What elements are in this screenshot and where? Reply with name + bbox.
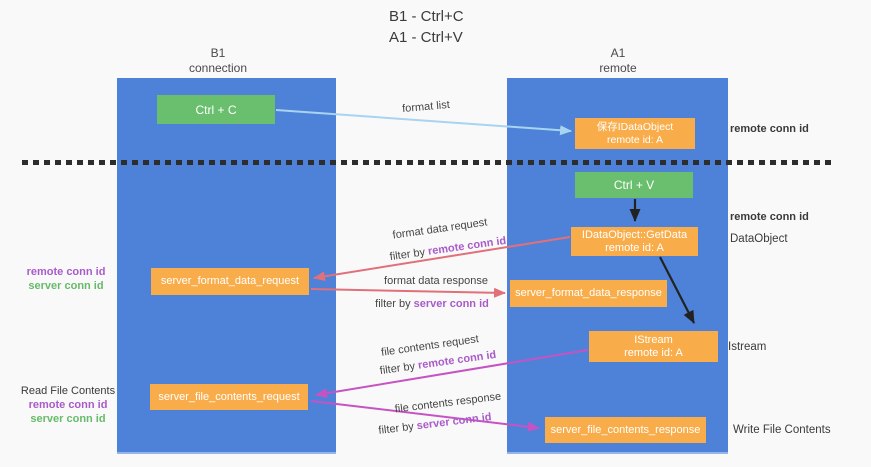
left-mid-remote-conn-id-label: remote conn id [26, 266, 106, 278]
filter-by-text: filter by [377, 420, 418, 437]
server-file-contents-response-box: server_file_contents_response [545, 417, 706, 443]
read-file-contents-group: Read File Contents remote conn id server… [18, 384, 118, 426]
server-format-data-response-box: server_format_data_response [510, 280, 667, 307]
filter-by-text: filter by [375, 298, 414, 310]
save-dataobject-line2: remote id: A [606, 133, 664, 146]
left-bottom-remote-conn-id-label: remote conn id [28, 399, 108, 411]
right-mid-remote-conn-id-label: remote conn id [730, 211, 809, 223]
left-column-name: B1 [210, 46, 226, 60]
right-column-subtitle: remote [599, 61, 637, 75]
right-top-remote-conn-id-label: remote conn id [730, 123, 809, 135]
format-data-response-label: format data response [384, 275, 488, 287]
save-dataobject-line1: 保存IDataObject [596, 120, 674, 133]
arrow-format-data-response [310, 287, 506, 298]
ctrl-v-box: Ctrl + V [575, 172, 693, 198]
filter-by-text: filter by [389, 245, 429, 264]
title-line-1: B1 - Ctrl+C [389, 8, 464, 25]
read-file-contents-label: Read File Contents [20, 385, 116, 397]
ctrl-c-box: Ctrl + C [157, 95, 275, 124]
server-file-contents-response-label: server_file_contents_response [550, 423, 701, 436]
dataobject-label: DataObject [730, 233, 788, 245]
getdata-line2: remote id: A [605, 241, 664, 254]
server-file-contents-request-box: server_file_contents_request [150, 384, 308, 410]
istream-line1: IStream [634, 333, 673, 346]
title-line-2: A1 - Ctrl+V [389, 29, 463, 46]
filter-by-text: filter by [379, 359, 419, 378]
left-column-subtitle: connection [188, 61, 248, 75]
diagram-title: B1 - Ctrl+C A1 - Ctrl+V [389, 6, 464, 48]
right-column-header: A1 remote [558, 46, 678, 76]
remote-conn-id-text: remote conn id [417, 348, 497, 372]
remote-conn-id-text: remote conn id [427, 234, 507, 258]
istream-side-label: Istream [728, 341, 767, 353]
left-mid-server-conn-id-label: server conn id [28, 280, 104, 292]
left-column-header: B1 connection [158, 46, 278, 76]
ctrl-v-label: Ctrl + V [613, 178, 655, 192]
right-column-name: A1 [610, 46, 626, 60]
server-format-data-request-label: server_format_data_request [160, 275, 300, 287]
left-mid-conn-id-labels: remote conn id server conn id [24, 265, 108, 293]
istream-line2: remote id: A [624, 346, 683, 359]
server-file-contents-request-label: server_file_contents_request [158, 390, 300, 403]
format-list-label: format list [401, 98, 451, 116]
server-conn-id-text: server conn id [416, 411, 493, 433]
server-conn-id-text: server conn id [413, 298, 489, 310]
server-format-data-response-label: server_format_data_response [515, 287, 662, 299]
dashed-separator-line [22, 160, 833, 165]
ctrl-c-label: Ctrl + C [195, 102, 237, 117]
istream-box: IStream remote id: A [589, 331, 718, 362]
getdata-line1: IDataObject::GetData [581, 228, 688, 241]
write-file-contents-label: Write File Contents [733, 424, 831, 436]
format-data-request-label: format data request [391, 216, 489, 242]
server-format-data-request-box: server_format_data_request [151, 268, 309, 295]
format-data-response-filter-label: filter by server conn id [375, 298, 489, 310]
idataobject-getdata-box: IDataObject::GetData remote id: A [571, 227, 698, 256]
left-bottom-server-conn-id-label: server conn id [30, 413, 106, 425]
save-dataobject-box: 保存IDataObject remote id: A [575, 118, 695, 149]
